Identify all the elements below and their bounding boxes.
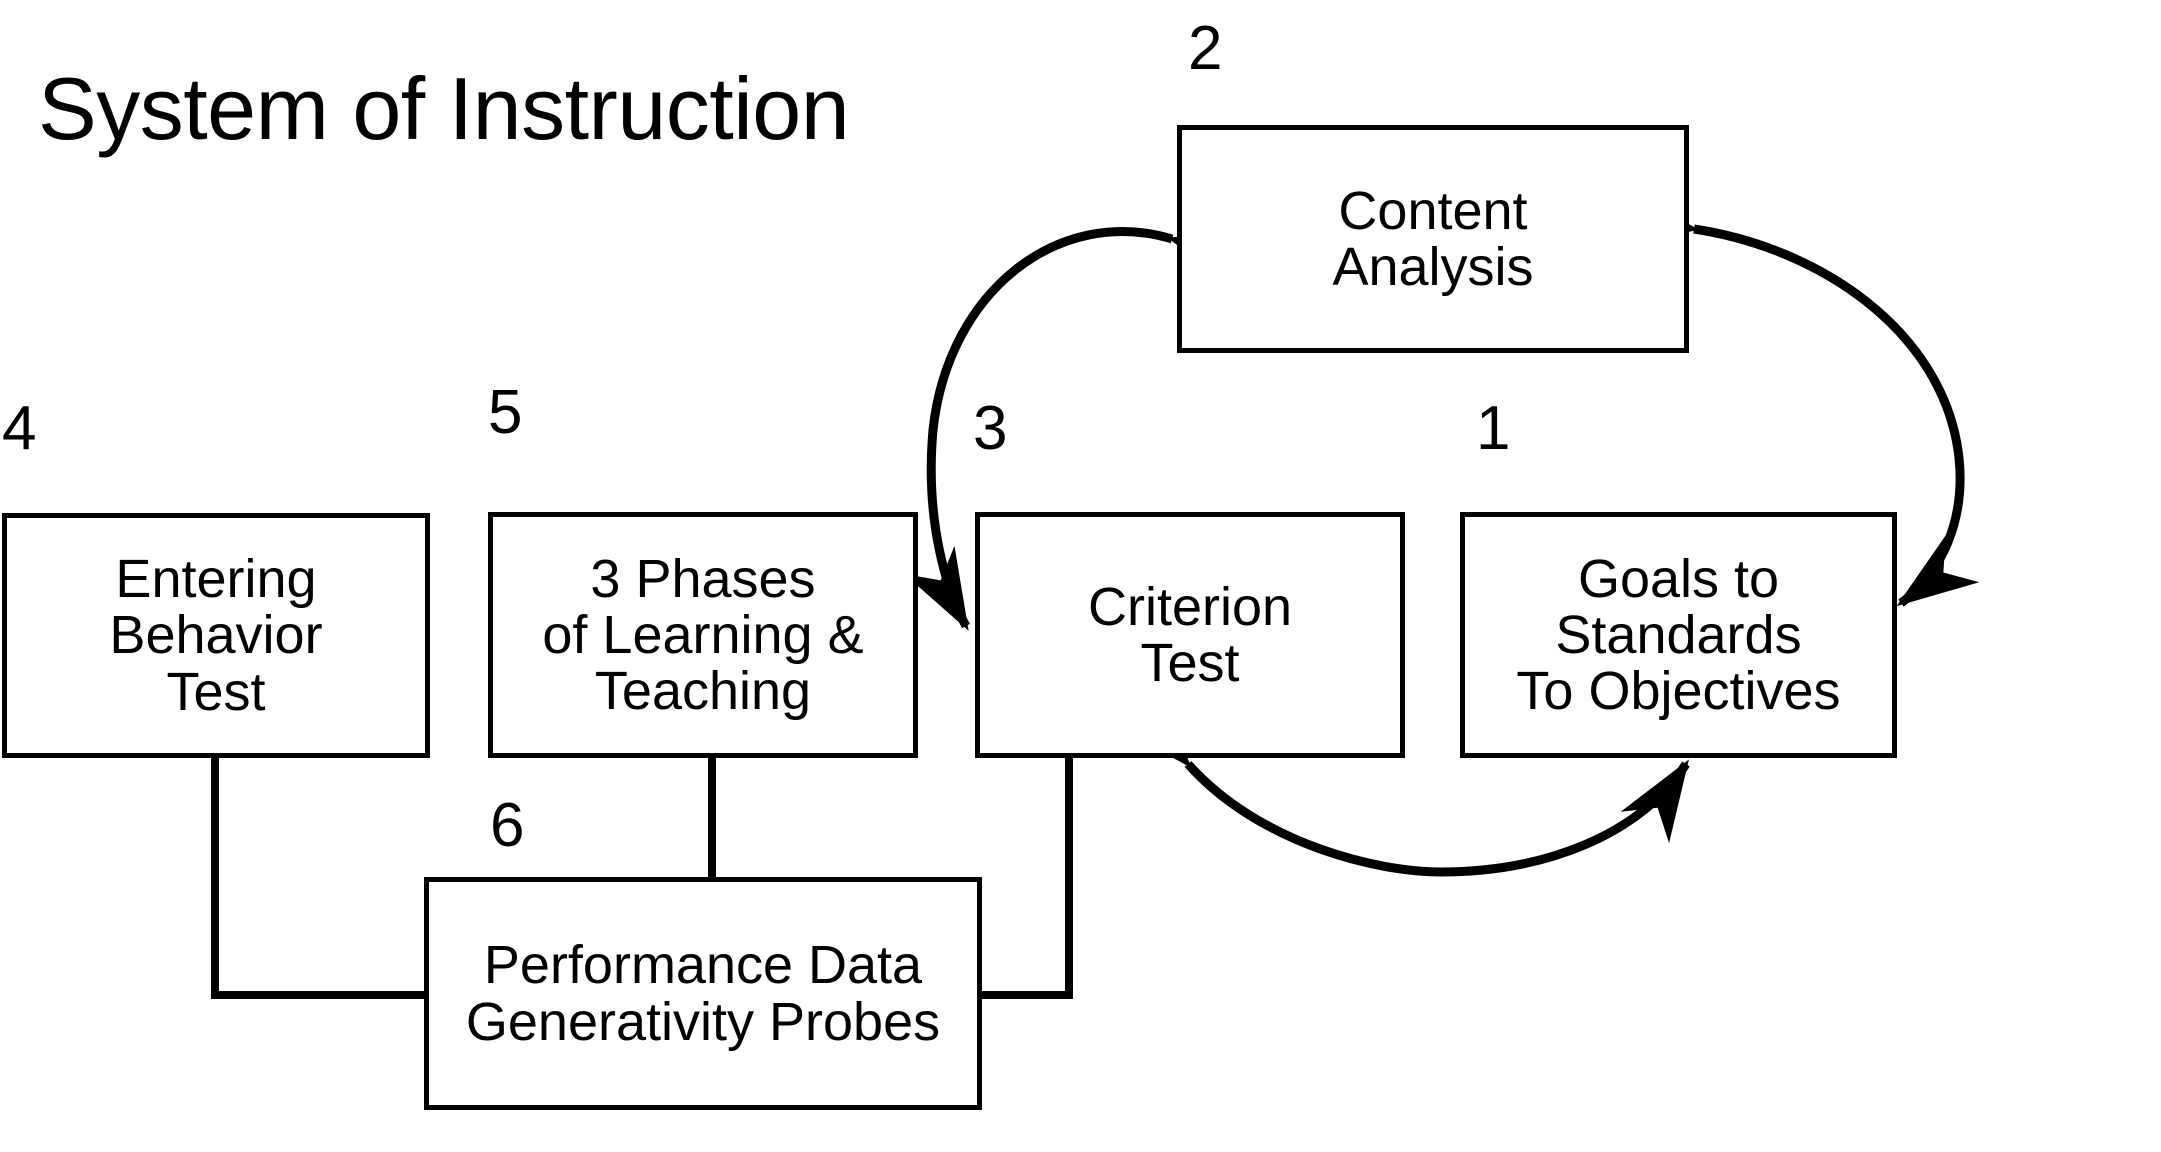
node-content-analysis[interactable]: Content Analysis: [1177, 125, 1689, 353]
step-number-6: 6: [490, 791, 525, 860]
node-3-phases-of-learning-and-teaching[interactable]: 3 Phases of Learning & Teaching: [488, 512, 918, 758]
step-number-2: 2: [1188, 14, 1223, 83]
node-criterion-test[interactable]: Criterion Test: [975, 512, 1405, 758]
step-number-4: 4: [2, 394, 37, 463]
connector-criterion-content-arrow: [904, 227, 1253, 631]
node-label: Content Analysis: [1332, 180, 1534, 297]
node-goals-to-standards-to-objectives[interactable]: Goals to Standards To Objectives: [1460, 512, 1897, 758]
node-label: Goals to Standards To Objectives: [1516, 548, 1841, 722]
connector-criterion-goals-arrow: [1116, 688, 1690, 877]
node-label: 3 Phases of Learning & Teaching: [542, 548, 864, 722]
node-performance-data-generativity-probes[interactable]: Performance Data Generativity Probes: [424, 877, 982, 1110]
node-label: Criterion Test: [1087, 576, 1293, 693]
step-number-1: 1: [1476, 394, 1511, 463]
node-entering-behavior-test[interactable]: Entering Behavior Test: [2, 513, 430, 758]
connector-entering-to-performance: [211, 757, 424, 999]
step-number-5: 5: [488, 378, 523, 447]
connector-criterion-to-performance: [980, 757, 1073, 999]
node-label: Performance Data Generativity Probes: [465, 935, 941, 1052]
connector-content-goals-arrow: [1614, 189, 1980, 607]
step-number-3: 3: [973, 394, 1008, 463]
node-label: Entering Behavior Test: [109, 549, 323, 722]
page-title: System of Instruction: [38, 59, 850, 158]
